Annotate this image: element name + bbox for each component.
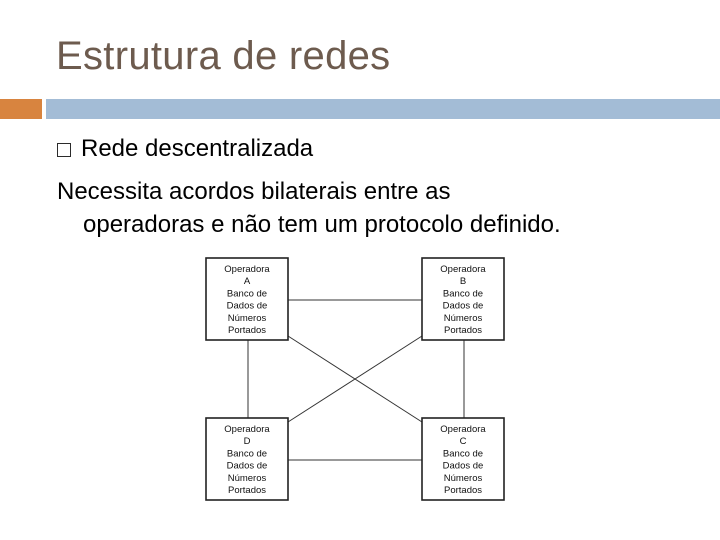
- operator-label-line: Operadora: [224, 264, 270, 275]
- operator-label-line: Banco de: [443, 448, 483, 459]
- operator-label-line: Números: [444, 473, 483, 484]
- body-line-1: Necessita acordos bilaterais entre as: [57, 178, 451, 205]
- bullet-item: Rede descentralizada: [57, 135, 313, 163]
- operator-label-line: Números: [228, 313, 267, 324]
- operator-label-line: Operadora: [440, 424, 486, 435]
- operator-label-line: B: [460, 276, 466, 287]
- operator-box: [205, 257, 289, 341]
- accent-bar-orange: [0, 99, 42, 119]
- operator-label-line: Números: [444, 313, 483, 324]
- operator-label-line: Números: [228, 473, 267, 484]
- operator-label-line: Dados de: [443, 461, 484, 472]
- operator-label-line: Portados: [444, 485, 482, 496]
- slide-title: Estrutura de redes: [56, 34, 391, 78]
- operator-label-line: Banco de: [443, 288, 483, 299]
- operator-box: [421, 257, 505, 341]
- operator-label-line: D: [244, 436, 251, 447]
- accent-bar-blue: [46, 99, 720, 119]
- operator-label-line: A: [244, 276, 251, 287]
- operator-label-line: Dados de: [227, 461, 268, 472]
- connection-B-D: [287, 335, 423, 423]
- operator-label-line: Portados: [228, 485, 266, 496]
- operator-label-line: Banco de: [227, 288, 267, 299]
- square-bullet-icon: [57, 143, 71, 157]
- body-line-2: operadoras e não tem um protocolo defini…: [83, 211, 561, 238]
- operator-label-line: Dados de: [227, 301, 268, 312]
- operator-label-line: Portados: [444, 325, 482, 336]
- body-paragraph: Necessita acordos bilaterais entre as op…: [57, 175, 697, 241]
- operator-label-line: Portados: [228, 325, 266, 336]
- bullet-text: Rede descentralizada: [81, 135, 314, 162]
- operator-label-line: Banco de: [227, 448, 267, 459]
- operator-label-line: Dados de: [443, 301, 484, 312]
- operator-label-line: Operadora: [440, 264, 486, 275]
- operator-label-line: C: [460, 436, 467, 447]
- operator-label-line: Operadora: [224, 424, 270, 435]
- operator-box: [205, 417, 289, 501]
- operator-box: [421, 417, 505, 501]
